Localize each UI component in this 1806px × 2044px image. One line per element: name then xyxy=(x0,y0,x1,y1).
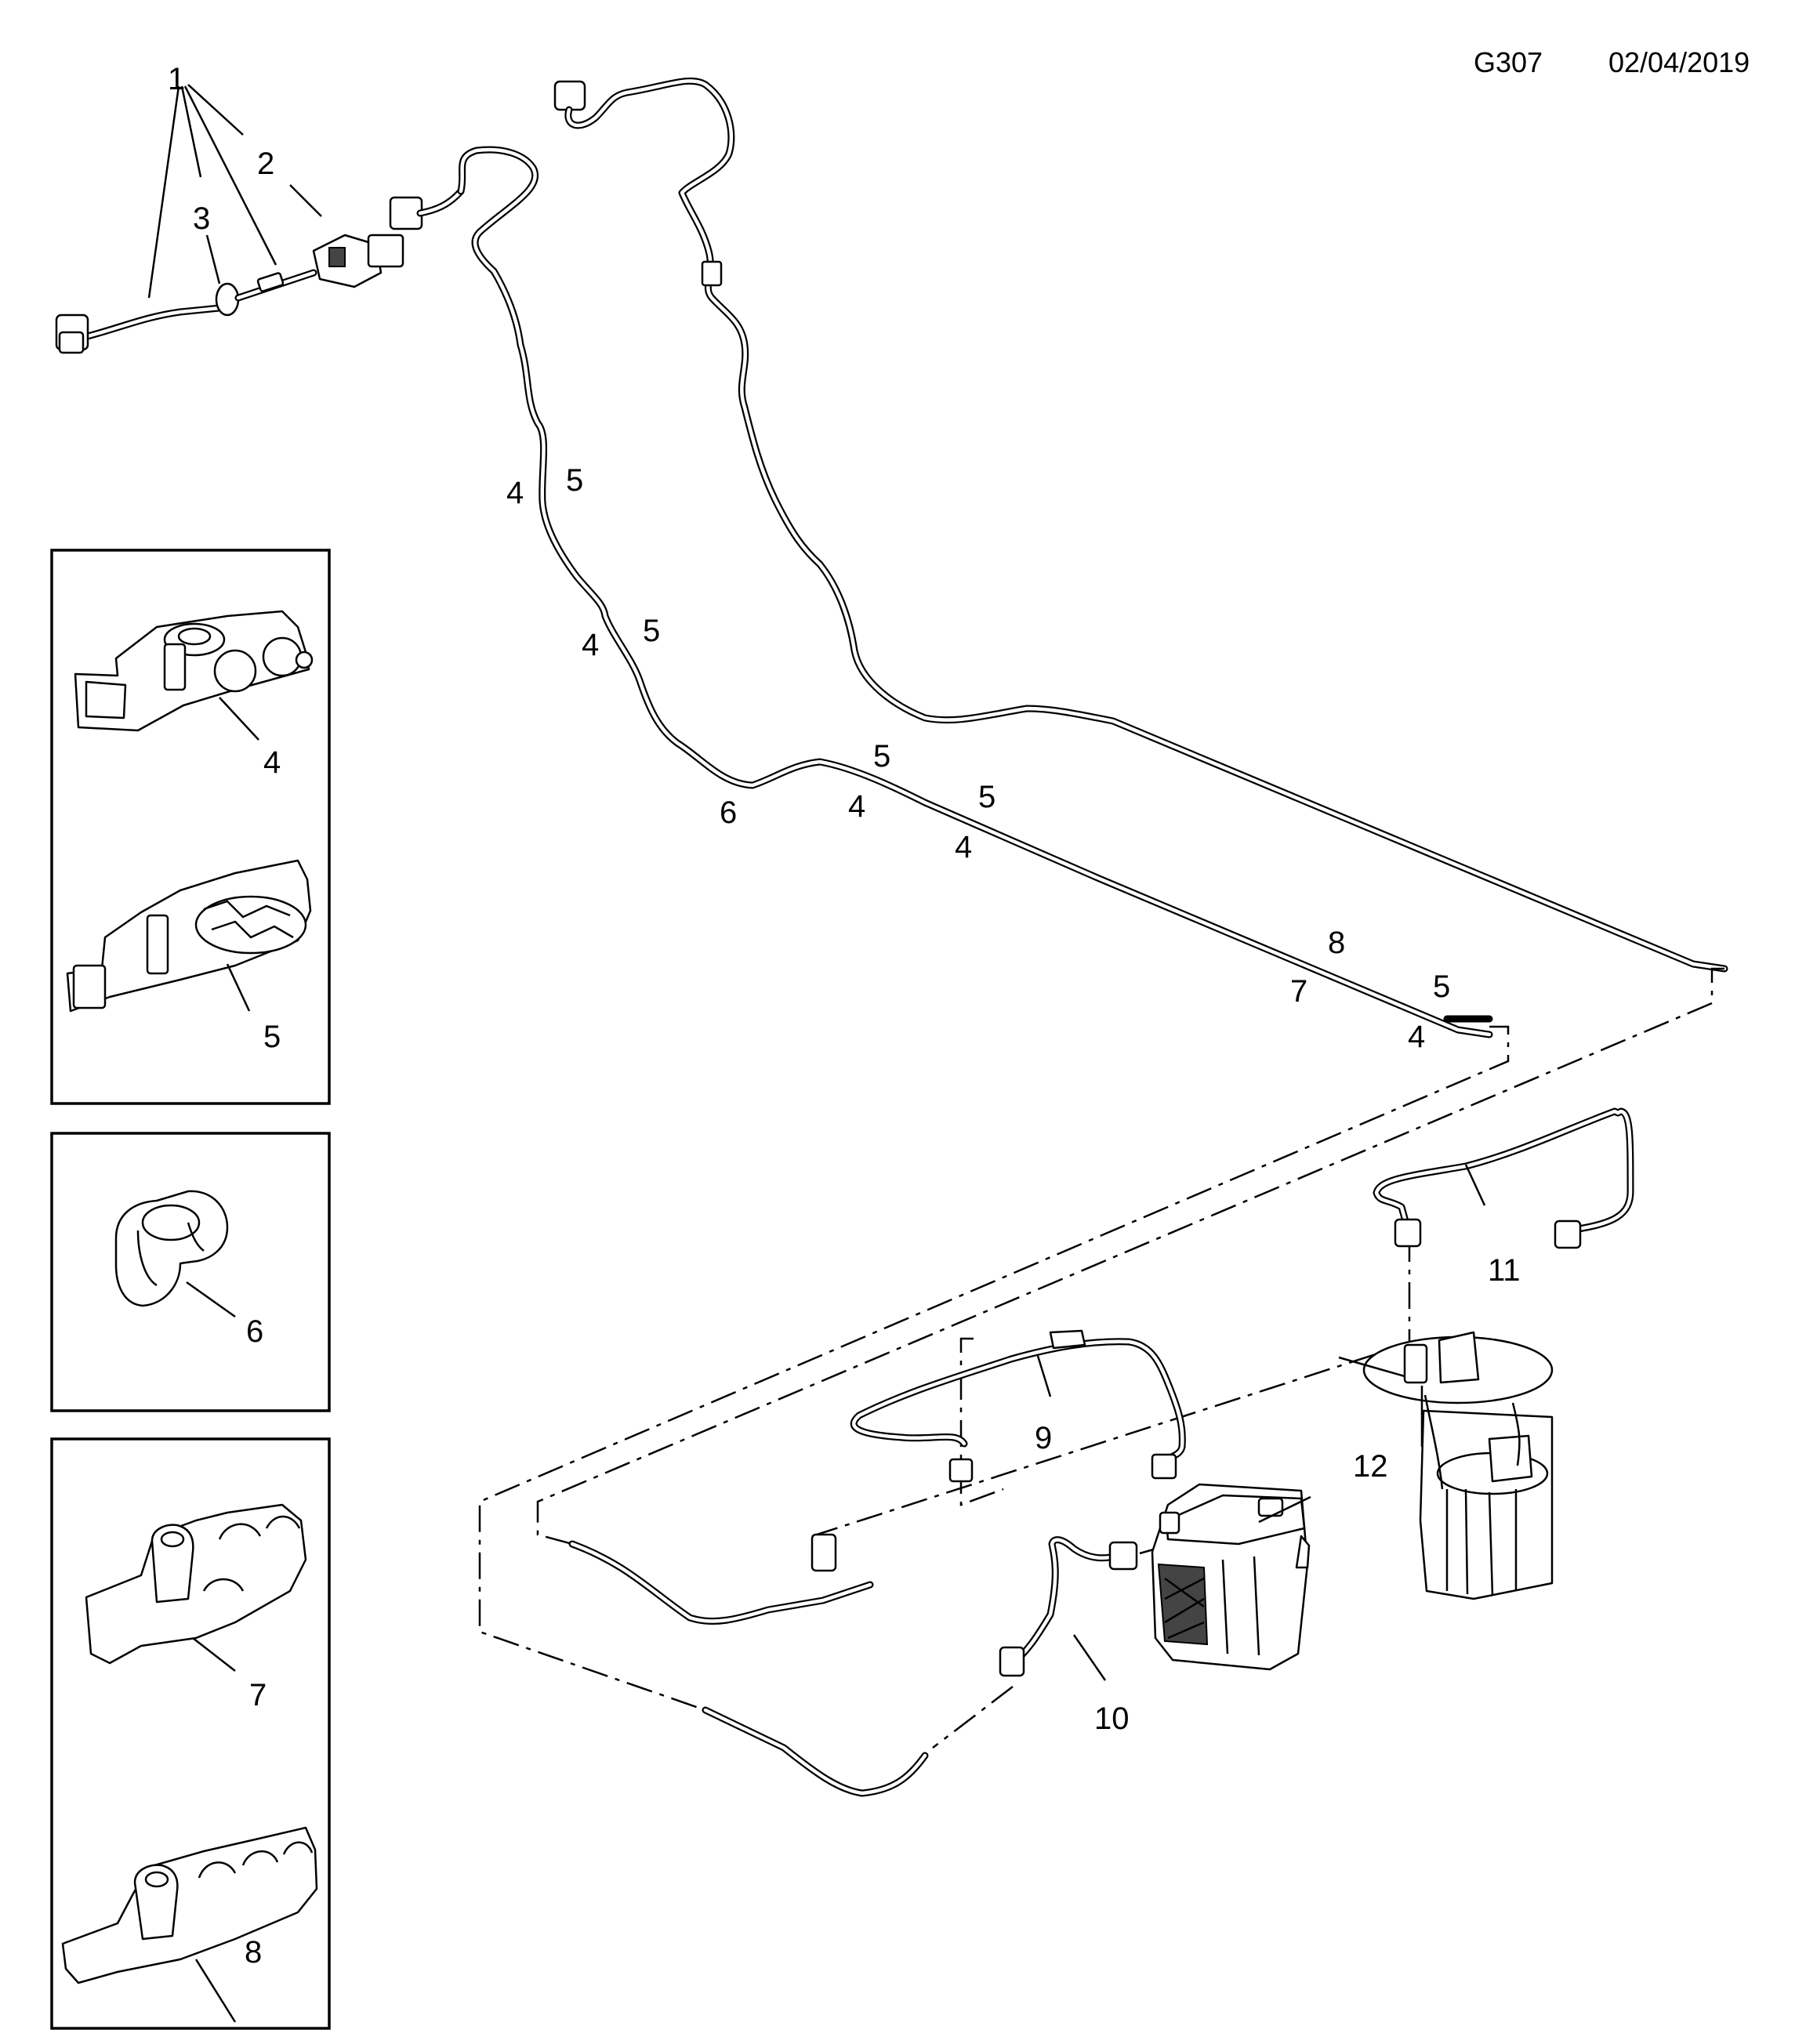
callout-3: 3 xyxy=(193,201,210,236)
callout-8: 8 xyxy=(1328,926,1345,960)
fuel-pump-line-11 xyxy=(1373,1107,1634,1249)
inset-clips-4-5: 4 5 xyxy=(50,549,331,1105)
callout-6: 6 xyxy=(720,795,737,830)
callout-1: 1 xyxy=(168,62,185,96)
inset-clip-6: 6 xyxy=(50,1132,331,1412)
inset-clips-7-8: 7 8 xyxy=(50,1437,331,2030)
charcoal-canister xyxy=(1151,1483,1311,1671)
fuel-pump-module xyxy=(1338,1331,1554,1600)
front-fuel-line-assembly xyxy=(55,84,465,354)
callout-4c: 4 xyxy=(848,789,865,824)
callout-2: 2 xyxy=(257,147,274,181)
clip-4-drawing xyxy=(74,610,314,741)
callout-5e: 5 xyxy=(1433,969,1450,1004)
rear-quick-connector xyxy=(553,80,586,111)
vent-line-9 xyxy=(850,1329,1186,1483)
rear-lower-lines xyxy=(568,1533,929,1797)
callout-4d: 4 xyxy=(955,830,972,864)
callouts: 1 2 3 4 5 4 5 6 5 4 5 4 8 7 5 4 11 9 12 … xyxy=(168,62,1521,1736)
inline-connector xyxy=(811,1533,837,1572)
callout-5c: 5 xyxy=(873,739,890,774)
clip-5-drawing xyxy=(66,859,312,1013)
main-fuel-line-right xyxy=(553,77,1728,973)
inset-label-4: 4 xyxy=(263,745,281,780)
canister-line-10 xyxy=(999,1536,1184,1677)
clip-6-drawing xyxy=(114,1190,236,1318)
callout-5a: 5 xyxy=(566,463,583,498)
dashed-routing-lines xyxy=(478,967,1724,1749)
callout-4b: 4 xyxy=(582,628,599,662)
callout-10: 10 xyxy=(1094,1702,1130,1736)
grommet xyxy=(215,282,240,317)
inset-label-6: 6 xyxy=(246,1314,263,1349)
inset-label-8: 8 xyxy=(245,1935,262,1970)
clip-7-drawing xyxy=(85,1503,307,1672)
inset-label-7: 7 xyxy=(249,1678,267,1712)
callout-4a: 4 xyxy=(506,476,524,510)
callout-7: 7 xyxy=(1290,974,1307,1009)
callout-11: 11 xyxy=(1488,1253,1521,1288)
main-fuel-line-left xyxy=(457,146,1493,1038)
callout-5d: 5 xyxy=(978,780,995,814)
callout-5b: 5 xyxy=(643,614,660,648)
leader-lines xyxy=(1036,1164,1486,1681)
callout-4e: 4 xyxy=(1408,1020,1425,1054)
diagram-date: 02/04/2019 xyxy=(1608,46,1750,78)
diagram-code: G307 xyxy=(1474,46,1543,78)
callout-9: 9 xyxy=(1035,1421,1052,1455)
inset-label-5: 5 xyxy=(263,1020,281,1054)
clip-8-drawing xyxy=(61,1826,318,2023)
callout-12: 12 xyxy=(1353,1449,1388,1484)
